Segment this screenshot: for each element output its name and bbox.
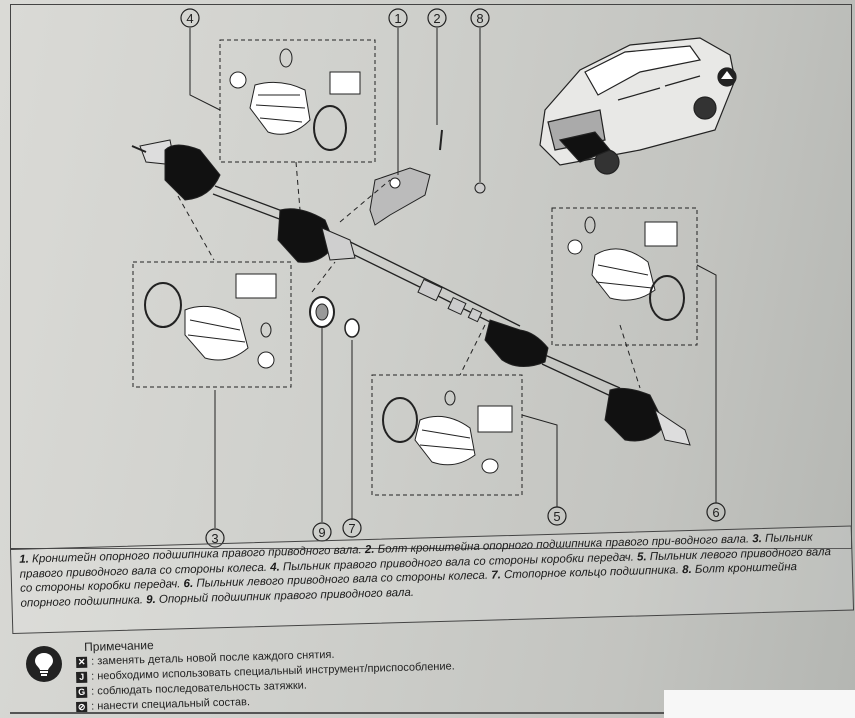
replace-part-icon: ✕	[76, 656, 88, 668]
callout-7: 7	[348, 521, 355, 536]
caption-text-7: Стопорное кольцо подшипника.	[500, 564, 683, 582]
boot-kit-6	[567, 216, 685, 321]
caption-num-6: 6.	[183, 578, 194, 591]
callout-labels: 4 1 2 8 3 9 7 5 6	[180, 8, 726, 548]
boot-kit-5	[382, 390, 513, 474]
tightening-sequence-icon: G	[76, 686, 88, 698]
detail-box-4	[219, 39, 376, 163]
callout-2: 2	[433, 11, 440, 26]
caption-num-5: 5.	[636, 550, 647, 564]
detail-box-3	[132, 261, 292, 388]
leader-lines	[189, 28, 717, 528]
car-illustration	[539, 37, 737, 175]
left-end-stub	[654, 408, 691, 446]
inner-boot-left	[484, 319, 549, 367]
driveshaft-exploded-diagram: 4 1 2 8 3 9 7 5 6	[131, 8, 737, 548]
detail-boxes	[132, 39, 698, 496]
note-line-tightening: G : соблюдать последовательность затяжки…	[76, 680, 307, 698]
caption-num-7: 7.	[491, 569, 502, 582]
bottom-rule	[10, 712, 670, 714]
caption-num-3: 3.	[752, 533, 763, 546]
bolt-2	[439, 129, 443, 151]
outer-boot-left	[604, 387, 666, 442]
left-end-cv-joint	[131, 139, 221, 201]
caption-num-8: 8.	[681, 564, 692, 577]
diagram-frame	[10, 4, 852, 549]
note-title: Примечание	[84, 638, 154, 654]
boot-kit-4	[229, 48, 361, 151]
callout-8: 8	[476, 11, 483, 26]
callout-1: 1	[394, 11, 401, 26]
caption-num-1: 1.	[19, 553, 30, 566]
callout-4: 4	[186, 11, 193, 26]
support-bearing-inner	[315, 303, 329, 321]
note-line-compound: ⊘ : нанести специальный состав.	[76, 696, 250, 713]
lightbulb-icon	[26, 646, 62, 682]
note-text-tightening: : соблюдать последовательность затяжки.	[90, 679, 308, 698]
note-block: Примечание ✕ : заменять деталь новой пос…	[26, 638, 626, 718]
note-text-compound: : нанести специальный состав.	[90, 696, 251, 713]
detail-box-5	[371, 374, 523, 496]
special-tool-icon: J	[76, 671, 88, 683]
detail-box-6	[551, 207, 698, 346]
callout-3: 3	[211, 531, 218, 546]
guide-lines	[177, 161, 641, 389]
snap-ring	[344, 318, 360, 338]
callout-6: 6	[712, 505, 719, 520]
bolt-8	[474, 182, 486, 194]
compound-icon: ⊘	[76, 701, 88, 713]
boot-kit-3	[144, 273, 277, 369]
inner-joint-right	[321, 227, 356, 261]
callout-9: 9	[318, 525, 325, 540]
paper-edge	[664, 690, 855, 718]
bearing-assembly	[417, 278, 483, 323]
caption-num-4: 4.	[269, 561, 280, 574]
callout-5: 5	[553, 509, 560, 524]
bearing-bracket	[369, 129, 486, 226]
